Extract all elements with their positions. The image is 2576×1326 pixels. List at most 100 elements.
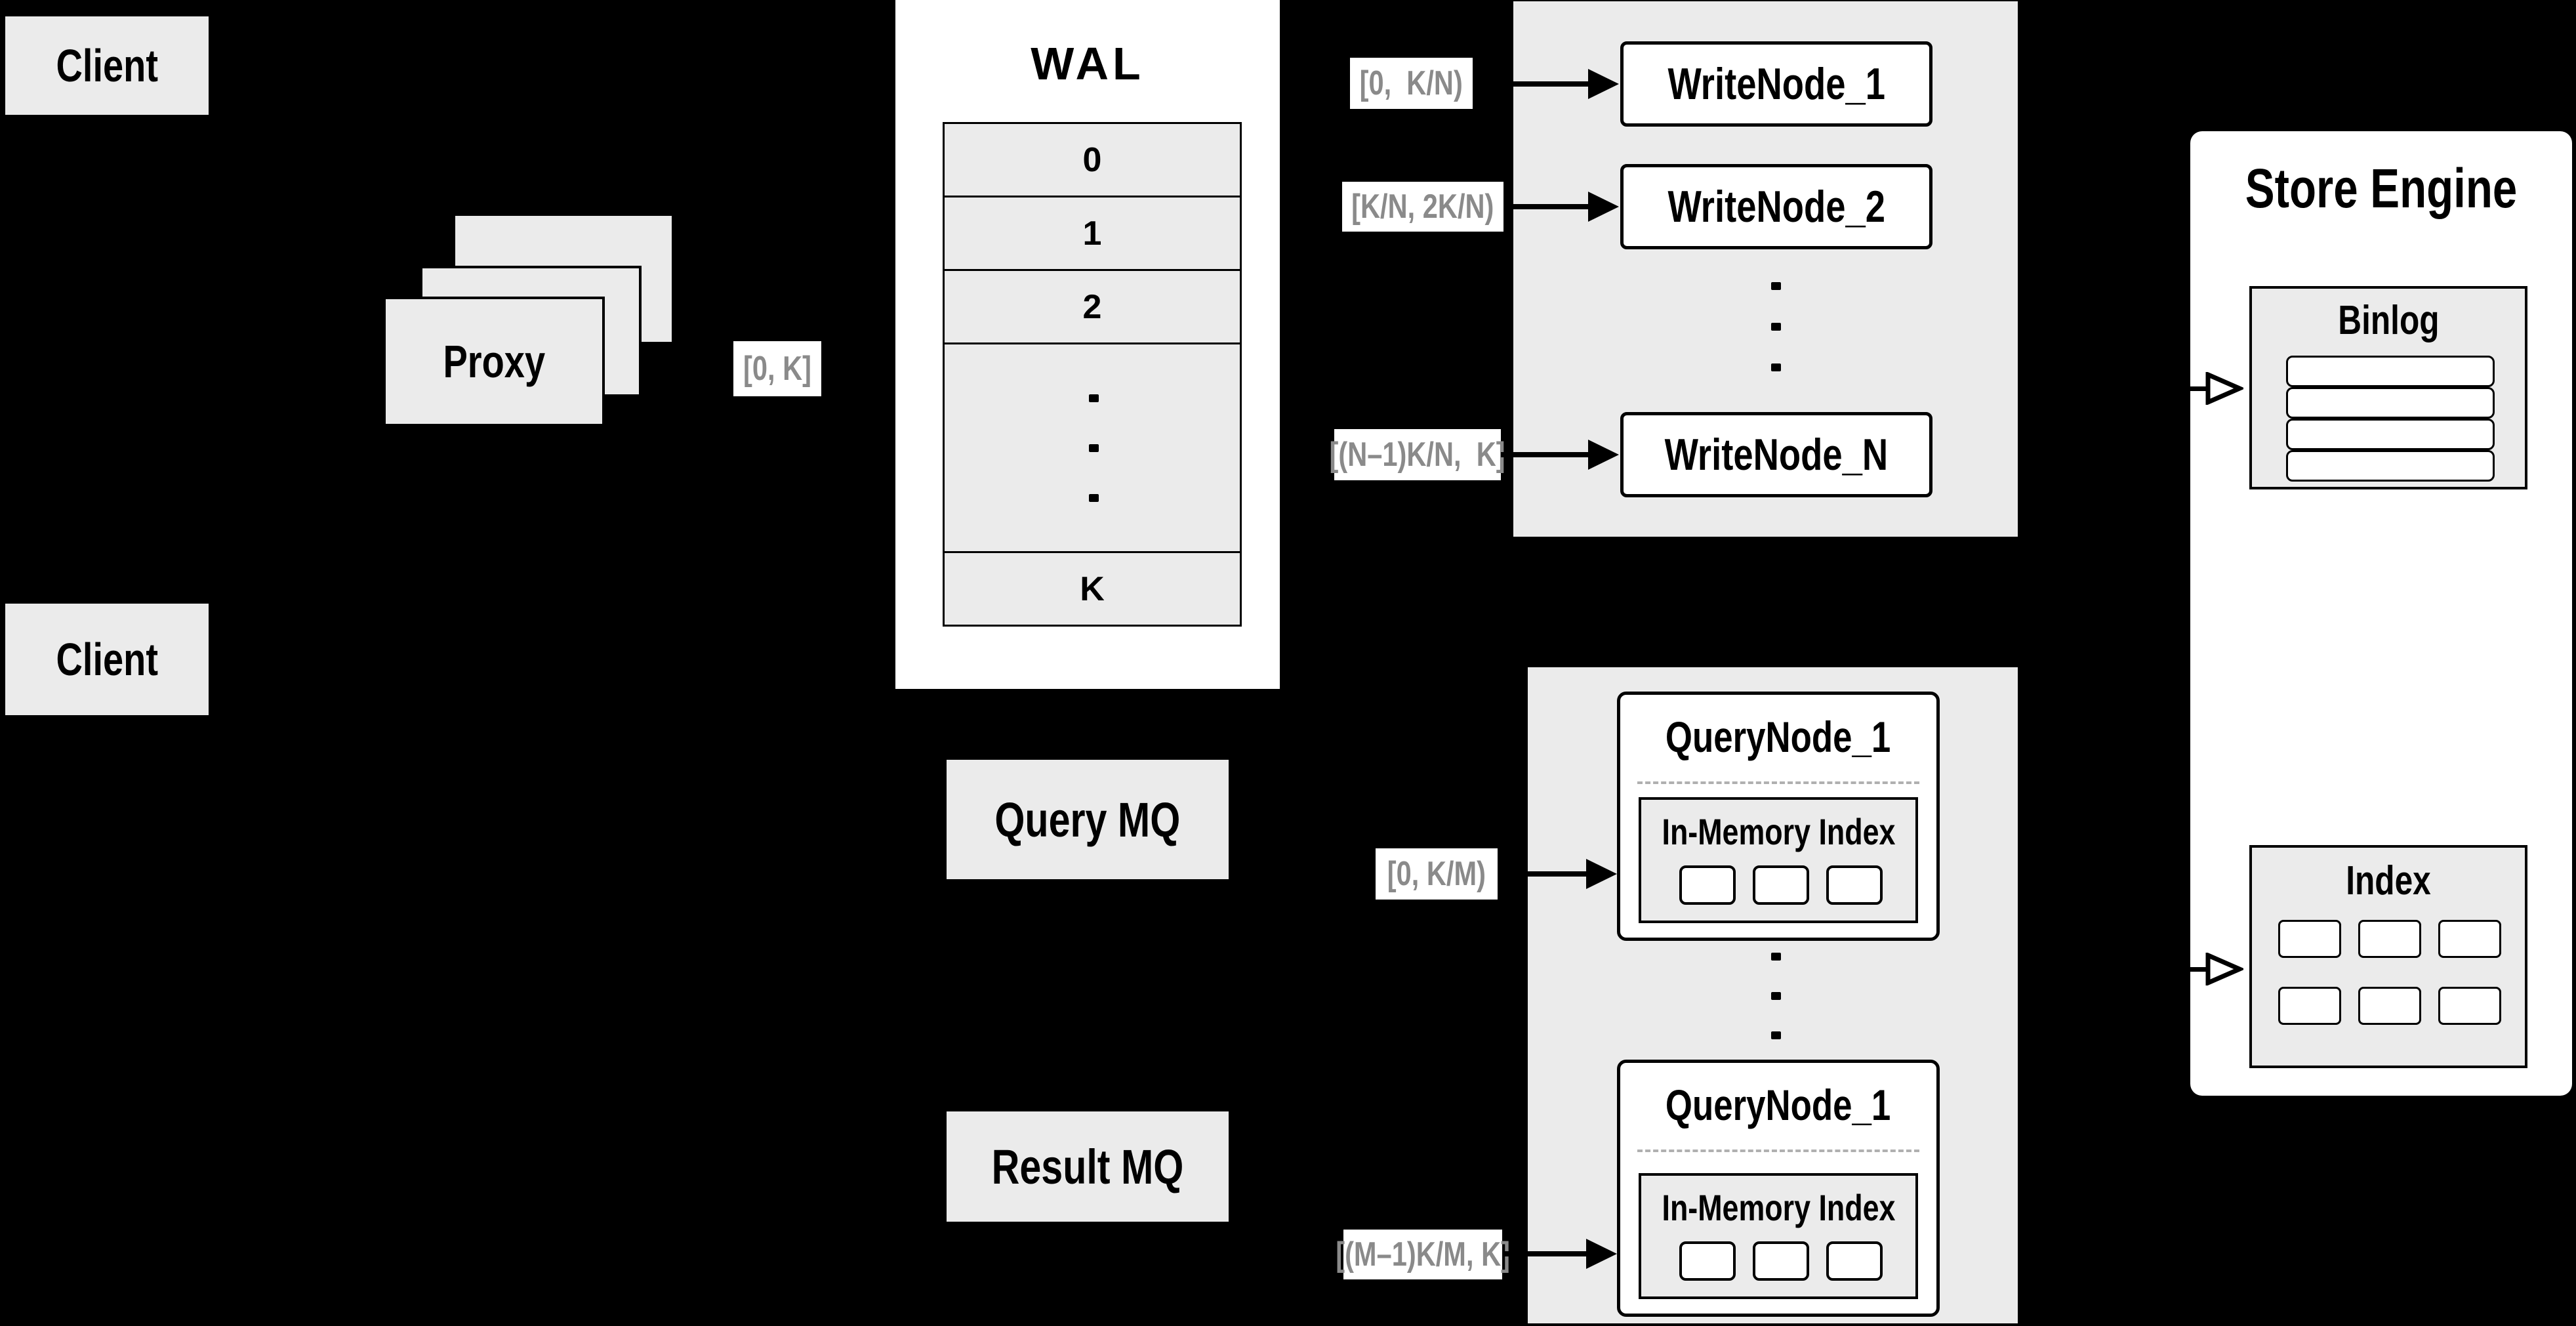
wal-row-0: 0 — [945, 124, 1240, 197]
arrow-query-m-head — [1586, 1239, 1617, 1269]
arrow-index-shaft — [2162, 967, 2209, 972]
index-title: Index — [2252, 848, 2525, 913]
write-node-2: WriteNode_2 — [1620, 164, 1932, 249]
wal-row-k-text: K — [1080, 570, 1105, 608]
wal-row-1-text: 1 — [1082, 214, 1102, 253]
arrow-write-2-shaft — [1503, 204, 1590, 209]
index-title-text: Index — [2346, 858, 2431, 903]
client-box-bottom: Client — [5, 604, 209, 715]
segment-cell — [1679, 1241, 1736, 1281]
segment-cell — [1826, 1241, 1883, 1281]
write-panel-dot-2 — [1771, 323, 1781, 331]
wal-row-1: 1 — [945, 197, 1240, 271]
binlog-title: Binlog — [2252, 289, 2525, 352]
range-label-proxy: [0, K] — [733, 341, 821, 396]
store-engine-title: Store Engine — [2190, 152, 2572, 224]
arrow-index-hollow-head-icon — [2205, 953, 2243, 985]
range-label-write-1-text: [0, K/N) — [1359, 64, 1463, 102]
arrow-write-n-head — [1588, 440, 1619, 470]
range-label-query-m-text: [(M–1)K/M, K] — [1336, 1235, 1510, 1274]
arrow-write-n-shaft — [1501, 452, 1590, 457]
wal-row-2: 2 — [945, 271, 1240, 344]
arrow-query-1-head — [1586, 859, 1617, 889]
store-engine-title-text: Store Engine — [2245, 157, 2518, 219]
wal-dot-2 — [1089, 444, 1099, 452]
binlog-segment — [2286, 419, 2495, 450]
query-node-1-title-text: QueryNode_1 — [1666, 713, 1891, 761]
client-box-top: Client — [5, 16, 209, 115]
range-label-write-n: [(N–1)K/N, K] — [1330, 429, 1505, 480]
write-node-n: WriteNode_N — [1620, 412, 1932, 497]
in-memory-index-1: In-Memory Index — [1639, 797, 1918, 923]
proxy-card-front: Proxy — [383, 297, 605, 426]
query-mq-box: Query MQ — [947, 760, 1229, 879]
wal-row-ellipsis — [945, 344, 1240, 553]
wal-title: WAL — [895, 28, 1280, 100]
range-label-proxy-text: [0, K] — [743, 350, 811, 388]
in-memory-index-2: In-Memory Index — [1639, 1173, 1918, 1299]
query-node-1-title: QueryNode_1 — [1620, 695, 1936, 779]
in-memory-index-1-title-text: In-Memory Index — [1662, 810, 1895, 852]
index-box: Index — [2249, 845, 2527, 1068]
result-mq-label: Result MQ — [991, 1139, 1184, 1194]
write-node-1-label: WriteNode_1 — [1667, 59, 1885, 109]
query-panel-dot-3 — [1771, 1031, 1781, 1039]
binlog-segment — [2286, 356, 2495, 387]
range-label-query-m: [(M–1)K/M, K] — [1336, 1230, 1510, 1279]
arrow-write-1-shaft — [1473, 81, 1589, 87]
query-node-2-title-text: QueryNode_1 — [1666, 1081, 1891, 1129]
arrow-query-m-shaft — [1502, 1251, 1586, 1256]
segment-cell — [1753, 1241, 1809, 1281]
arrow-query-1-shaft — [1498, 871, 1586, 877]
query-panel-dot-2 — [1771, 992, 1781, 1000]
arrow-binlog-hollow-head-icon — [2205, 372, 2243, 405]
binlog-title-text: Binlog — [2337, 297, 2440, 343]
result-mq-box: Result MQ — [947, 1111, 1229, 1222]
query-node-2-divider — [1637, 1150, 1919, 1152]
index-cell — [2438, 987, 2501, 1025]
query-node-1: QueryNode_1 In-Memory Index — [1617, 692, 1940, 941]
segment-cell — [1679, 865, 1736, 905]
segment-cell — [1753, 865, 1809, 905]
query-node-2: QueryNode_1 In-Memory Index — [1617, 1060, 1940, 1317]
wal-dot-1 — [1089, 394, 1099, 402]
in-memory-index-2-title: In-Memory Index — [1641, 1176, 1915, 1239]
index-cell — [2438, 920, 2501, 958]
in-memory-index-2-title-text: In-Memory Index — [1662, 1186, 1895, 1228]
wal-row-k: K — [945, 553, 1240, 625]
query-mq-label: Query MQ — [994, 792, 1181, 847]
write-panel-dot-1 — [1771, 282, 1781, 290]
query-node-1-divider — [1637, 781, 1919, 784]
binlog-segment — [2286, 450, 2495, 482]
arrow-write-1-head — [1588, 69, 1619, 99]
range-label-write-2: [K/N, 2K/N) — [1342, 182, 1503, 232]
client-top-label: Client — [56, 40, 158, 91]
query-panel-dot-1 — [1771, 953, 1781, 961]
in-memory-index-1-title: In-Memory Index — [1641, 800, 1915, 863]
wal-dot-3 — [1089, 494, 1099, 502]
arrow-write-2-head — [1588, 192, 1619, 222]
wal-title-text: WAL — [1031, 38, 1145, 89]
range-label-write-n-text: [(N–1)K/N, K] — [1329, 436, 1506, 474]
write-panel-dot-3 — [1771, 363, 1781, 371]
range-label-write-1: [0, K/N) — [1350, 58, 1473, 109]
proxy-label: Proxy — [443, 336, 545, 387]
client-bottom-label: Client — [56, 634, 158, 685]
index-cell — [2358, 920, 2421, 958]
range-label-write-2-text: [K/N, 2K/N) — [1351, 188, 1494, 226]
wal-row-2-text: 2 — [1082, 287, 1102, 326]
wal-table: 0 1 2 K — [943, 122, 1242, 627]
index-cell — [2358, 987, 2421, 1025]
binlog-box: Binlog — [2249, 286, 2527, 489]
index-cell — [2278, 987, 2341, 1025]
binlog-segment — [2286, 387, 2495, 419]
write-node-n-label: WriteNode_N — [1664, 430, 1889, 480]
write-node-1: WriteNode_1 — [1620, 41, 1932, 127]
index-cell — [2278, 920, 2341, 958]
arrow-binlog-shaft — [2162, 386, 2209, 391]
query-node-2-title: QueryNode_1 — [1620, 1063, 1936, 1147]
range-label-query-1-text: [0, K/M) — [1387, 855, 1486, 893]
wal-row-0-text: 0 — [1082, 140, 1102, 179]
write-node-2-label: WriteNode_2 — [1667, 182, 1885, 232]
